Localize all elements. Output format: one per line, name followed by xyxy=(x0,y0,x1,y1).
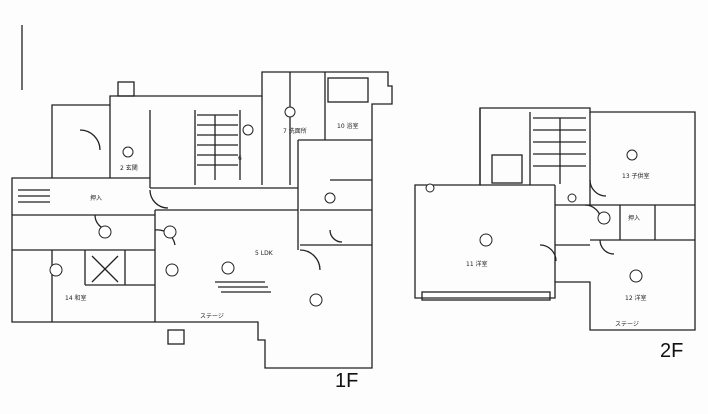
light-fixture xyxy=(163,225,177,239)
1f-entry-step xyxy=(167,329,185,345)
1f-outer-wall xyxy=(11,71,393,369)
1f-door-swings xyxy=(79,129,343,271)
room-label-6: 6 xyxy=(238,155,242,162)
1f-partitions xyxy=(12,72,372,322)
light-fixture xyxy=(479,233,493,247)
room-label-11: 11 洋室 xyxy=(466,260,488,268)
light-fixture xyxy=(221,261,235,275)
light-fixture xyxy=(567,193,577,203)
light-fixture xyxy=(324,192,336,204)
light-fixture xyxy=(626,149,638,161)
closet-label: 押入 xyxy=(628,214,640,222)
light-fixture xyxy=(309,293,323,307)
room-label-14: 14 和室 xyxy=(65,294,87,302)
stair-label: ステージ xyxy=(200,313,224,320)
2f-stair xyxy=(533,117,586,184)
2f-partitions xyxy=(479,108,695,282)
2f-balcony xyxy=(421,291,551,301)
light-fixture xyxy=(597,211,611,225)
light-fixture xyxy=(165,263,179,277)
room-label-10: 10 浴室 xyxy=(337,122,359,130)
2f-door-swings xyxy=(539,179,615,262)
light-fixture xyxy=(122,146,134,158)
1f-meter-box xyxy=(117,81,135,97)
light-fixture xyxy=(284,106,296,118)
stair-label: ステージ xyxy=(615,321,639,328)
floor-label-1f: 1F xyxy=(335,370,359,392)
light-fixture xyxy=(49,263,63,277)
room-label-2: 2 玄関 xyxy=(120,164,138,172)
light-fixture xyxy=(629,269,643,283)
floor-label-2f: 2F xyxy=(660,340,684,362)
room-label-13: 13 子供室 xyxy=(622,172,650,180)
1f-stair xyxy=(197,114,238,180)
1f-bathtub xyxy=(327,77,369,103)
2f-closet xyxy=(491,154,523,184)
light-fixture xyxy=(425,183,435,193)
closet-label: 押入 xyxy=(90,194,102,202)
room-label-5: 5 LDK xyxy=(255,250,274,257)
1f-ldk-hatch xyxy=(215,281,271,293)
light-fixture xyxy=(242,124,254,136)
1f-closet-hatch xyxy=(18,189,119,283)
room-label-7: 7 洗面所 xyxy=(283,127,307,135)
light-fixture xyxy=(98,225,112,239)
room-label-12: 12 洋室 xyxy=(625,294,647,302)
